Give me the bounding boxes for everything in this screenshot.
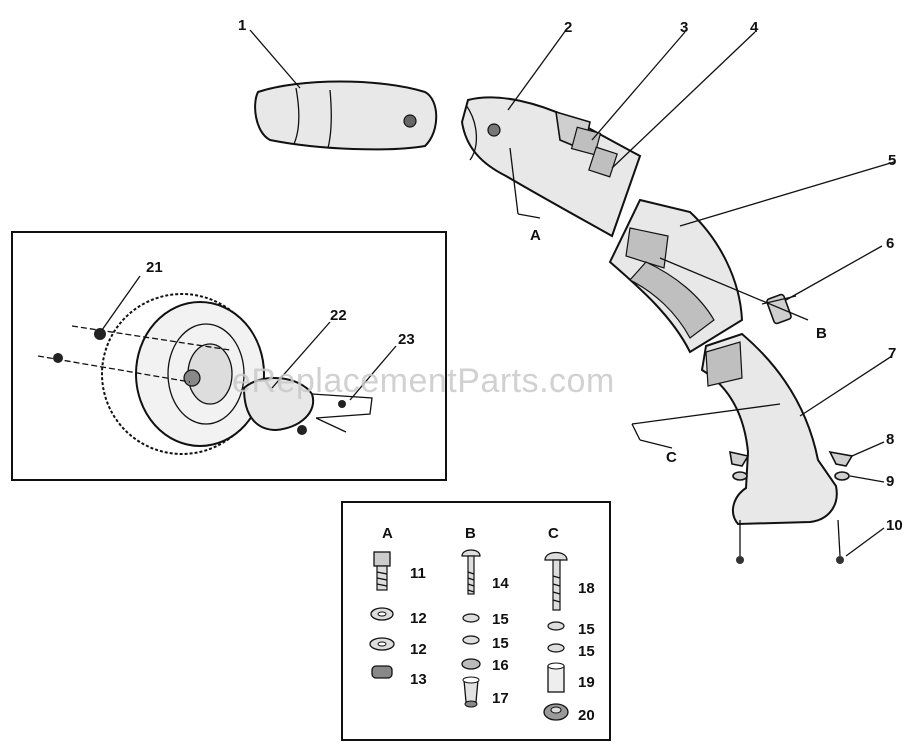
callout-6: 6 — [886, 235, 894, 252]
part-8-wing-nut — [729, 450, 854, 467]
kit-b-hardware — [461, 549, 481, 708]
leader-10 — [845, 527, 885, 557]
hardware-header-a: A — [382, 525, 393, 542]
kit-c-item-2: 15 — [578, 643, 595, 660]
kit-b-item-0: 14 — [492, 575, 509, 592]
kit-a-item-3: 13 — [410, 671, 427, 688]
leader-c3 — [639, 439, 673, 449]
leader-c2 — [631, 423, 641, 441]
group-a-label: A — [530, 227, 541, 244]
leader-8 — [851, 441, 885, 457]
part-9-washer — [732, 471, 850, 481]
callout-5: 5 — [888, 152, 896, 169]
part-5-middle-chute — [608, 198, 744, 354]
kit-a-hardware — [369, 551, 395, 679]
callout-7: 7 — [888, 345, 896, 362]
leader-c1 — [631, 403, 781, 425]
leader-23 — [349, 345, 397, 401]
part-4-pin — [588, 146, 618, 178]
kit-c-item-4: 20 — [578, 707, 595, 724]
watermark: eReplacementParts.com — [232, 362, 615, 400]
kit-b-item-1: 15 — [492, 611, 509, 628]
wheel-inset-frame — [11, 231, 447, 481]
leader-7 — [799, 355, 893, 417]
group-b-label: B — [816, 325, 827, 342]
leader-b — [659, 257, 809, 321]
leader-3 — [591, 31, 686, 141]
leader-1 — [249, 29, 301, 89]
kit-a-item-0: 11 — [410, 565, 426, 582]
kit-b-item-3: 16 — [492, 657, 509, 674]
leader-5 — [679, 161, 895, 227]
callout-22: 22 — [330, 307, 347, 324]
part-6-knob — [761, 293, 797, 325]
callout-8: 8 — [886, 431, 894, 448]
part-7-lower-chute — [700, 332, 838, 526]
kit-a-item-1: 12 — [410, 610, 427, 627]
callout-9: 9 — [886, 473, 894, 490]
hardware-inset-frame — [341, 501, 611, 741]
leader-4 — [611, 31, 756, 169]
group-c-label: C — [666, 449, 677, 466]
leader-a1 — [509, 147, 519, 215]
leader-22 — [271, 321, 331, 389]
leader-a2 — [517, 213, 541, 219]
callout-1: 1 — [238, 17, 246, 34]
kit-c-item-1: 15 — [578, 621, 595, 638]
hardware-header-c: C — [548, 525, 559, 542]
hardware-header-b: B — [465, 525, 476, 542]
callout-2: 2 — [564, 19, 572, 36]
kit-b-item-2: 15 — [492, 635, 509, 652]
leader-6 — [785, 245, 883, 301]
part-3-bracket — [555, 110, 602, 156]
kit-c-item-0: 18 — [578, 580, 595, 597]
kit-b-item-4: 17 — [492, 690, 509, 707]
leader-2 — [507, 29, 567, 111]
kit-c-hardware — [543, 551, 569, 721]
part-1-deflector — [254, 80, 438, 151]
leader-9 — [849, 475, 885, 483]
callout-3: 3 — [680, 19, 688, 36]
leader-21 — [101, 275, 141, 331]
kit-c-item-3: 19 — [578, 674, 595, 691]
part-10-bolt — [736, 519, 844, 564]
callout-10: 10 — [886, 517, 903, 534]
callout-4: 4 — [750, 19, 759, 36]
kit-a-item-2: 12 — [410, 641, 427, 658]
callout-21: 21 — [146, 259, 163, 276]
wheel-assembly — [37, 293, 373, 455]
callout-23: 23 — [398, 331, 415, 348]
